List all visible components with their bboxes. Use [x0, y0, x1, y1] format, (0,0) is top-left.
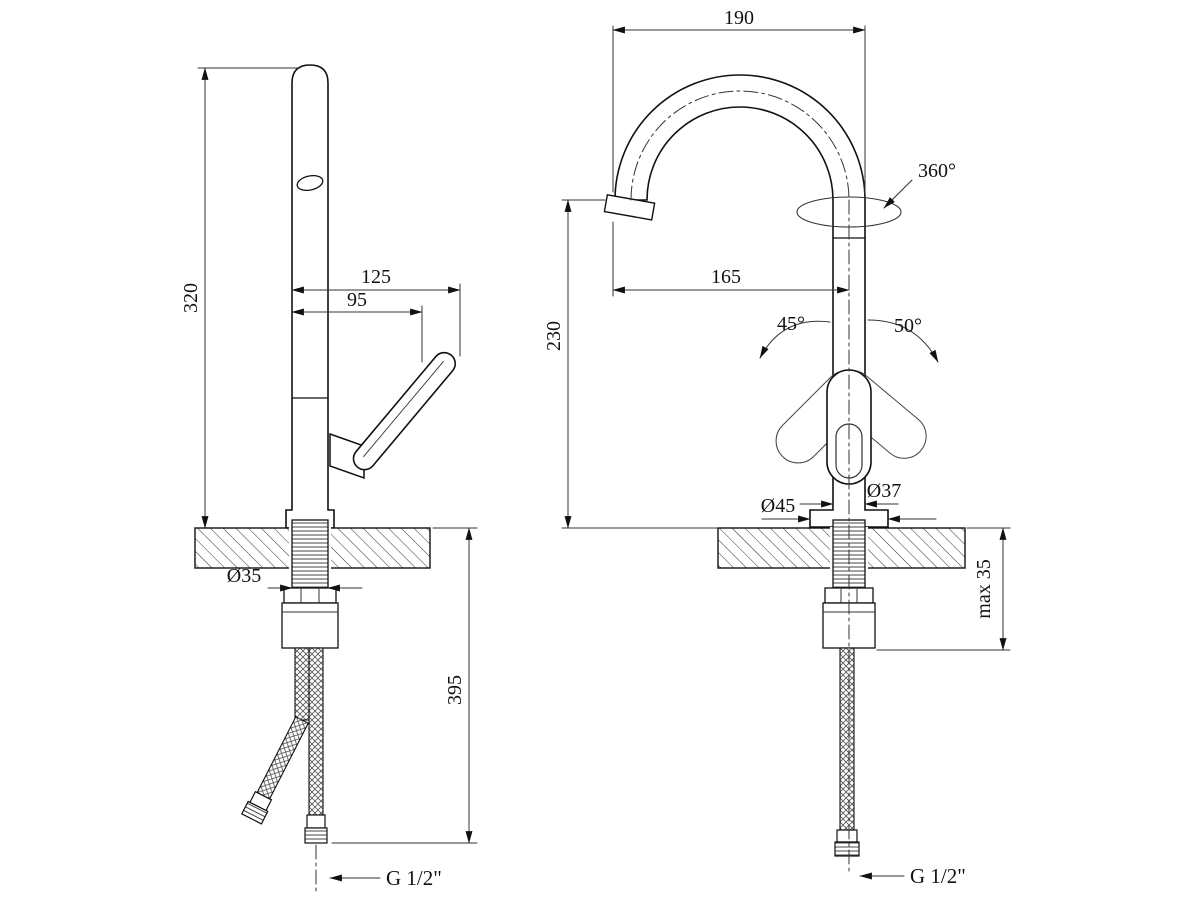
dim-front-body-diameter: Ø37	[867, 480, 901, 502]
side-hose-nut	[304, 827, 328, 844]
dim-side-length-below: 395	[444, 675, 466, 705]
front-view: 190 360° 165 230 45° 50° Ø45 Ø37 max 35 …	[543, 7, 1011, 888]
dim-front-thread: G 1/2"	[910, 864, 966, 888]
front-spout-body	[614, 74, 889, 528]
dim-front-spout-height: 230	[543, 321, 565, 351]
dim-front-overall-width: 190	[724, 7, 754, 29]
dim-front-handle-tilt-left: 45°	[777, 313, 805, 335]
side-handle-lever	[352, 351, 457, 471]
dim-front-handle-tilt-right: 50°	[894, 315, 922, 337]
side-aerator-outlet	[296, 174, 324, 192]
side-mount-nut	[283, 587, 337, 604]
dim-front-base-diameter: Ø45	[761, 495, 795, 517]
dim-side-handle-reach: 95	[347, 289, 367, 311]
dim-side-shank-diameter: Ø35	[227, 565, 261, 587]
dim-front-spout-projection: 165	[711, 266, 741, 288]
dim-front-swivel-angle: 360°	[918, 160, 956, 182]
side-adapter	[281, 602, 339, 649]
dim-front-max-thickness: max 35	[973, 559, 995, 618]
front-hose-fitting	[836, 829, 858, 843]
side-hose-fitting	[306, 814, 326, 829]
front-hose	[839, 647, 855, 831]
front-hose-nut	[834, 841, 860, 857]
dim-side-height: 320	[180, 283, 202, 313]
side-shank-thread	[291, 519, 329, 589]
front-arc-centerline	[630, 90, 850, 201]
side-view: 320 125 95 Ø35 395 G 1/2"	[180, 64, 478, 894]
front-dimension-lines	[561, 25, 1011, 880]
side-hose-angled-top	[294, 647, 310, 721]
side-spout-body	[285, 64, 335, 529]
dim-side-thread: G 1/2"	[386, 866, 442, 890]
side-handle-base	[329, 432, 365, 480]
side-hose-straight	[308, 647, 324, 816]
side-dimension-lines	[197, 67, 478, 882]
dim-side-spout-reach: 125	[361, 266, 391, 288]
side-hose-angled	[240, 716, 309, 825]
